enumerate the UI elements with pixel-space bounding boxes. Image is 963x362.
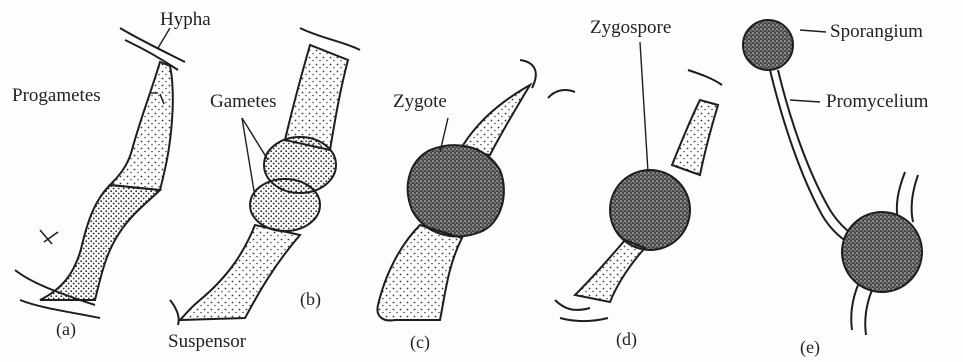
zygospore-label: Zygospore: [590, 18, 671, 37]
panel-e-caption: (e): [800, 338, 820, 356]
panel-d-caption: (d): [616, 330, 637, 348]
promycelium-label: Promycelium: [826, 92, 928, 111]
gametes-leader-2: [242, 118, 255, 197]
sporangium-leader: [800, 30, 826, 32]
progametes-label: Progametes: [12, 86, 101, 105]
panel-a-drawing: [15, 28, 185, 318]
hypha-label: Hypha: [160, 10, 211, 29]
zygote-label: Zygote: [393, 92, 447, 111]
promycelium-leader: [790, 100, 820, 102]
panel-b-caption: (b): [300, 290, 321, 308]
hypha-leader: [158, 28, 170, 48]
zygospore-leader: [640, 42, 648, 172]
sporangium-label: Sporangium: [830, 22, 923, 41]
panel-b-drawing: [170, 28, 360, 325]
gametes-label: Gametes: [210, 92, 276, 111]
suspensor-label: Suspensor: [168, 332, 246, 351]
panel-d-drawing: [555, 70, 722, 321]
panel-e-drawing: [743, 20, 922, 335]
panel-c-caption: (c): [410, 333, 430, 351]
panel-a-caption: (a): [56, 320, 76, 338]
